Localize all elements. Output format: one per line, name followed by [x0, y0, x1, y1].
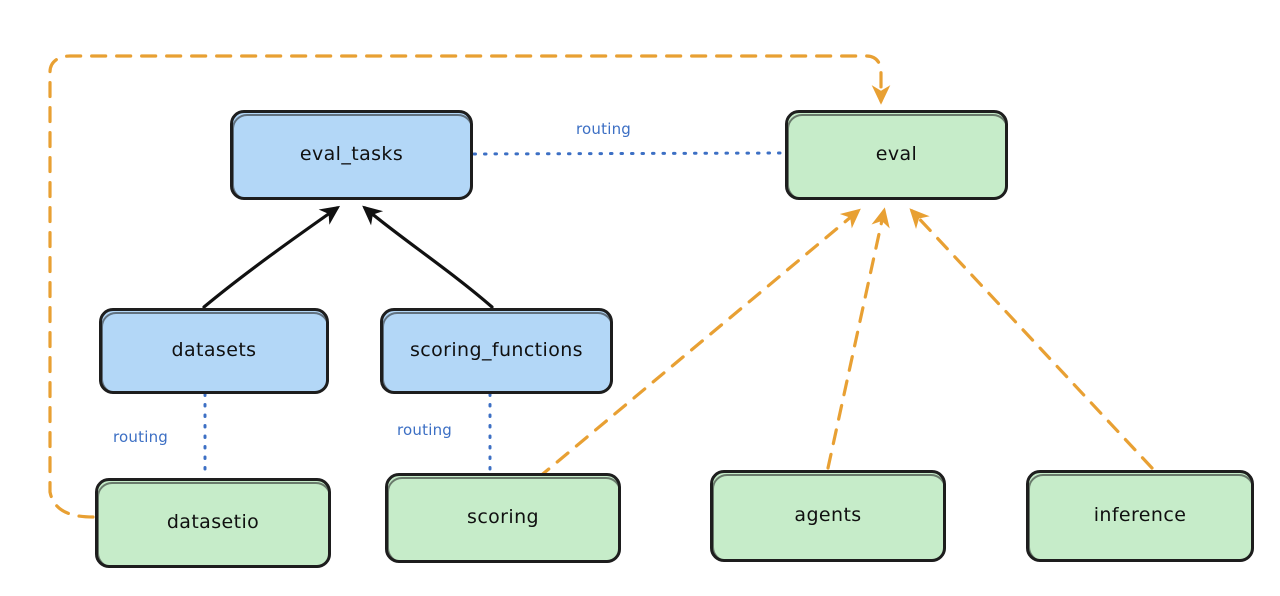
node-scoring[interactable]: scoring: [385, 473, 621, 563]
node-eval[interactable]: eval: [785, 110, 1008, 200]
node-eval-tasks[interactable]: eval_tasks: [230, 110, 473, 200]
node-label: datasets: [171, 339, 257, 362]
node-datasetio[interactable]: datasetio: [95, 478, 331, 568]
edge-eval-to-datasetio: [48, 54, 891, 519]
node-label: agents: [794, 504, 862, 527]
edge-inference-to-eval: [909, 208, 1154, 470]
edge-eval_tasks-to-eval: [472, 151, 785, 156]
node-label: scoring_functions: [410, 339, 583, 362]
edge-scoring-to-eval: [536, 208, 861, 480]
edge-datasets-to-eval_tasks: [202, 205, 341, 309]
edge-label-routing-eval-tasks-eval: routing: [576, 120, 631, 138]
node-datasets[interactable]: datasets: [99, 308, 329, 394]
node-label: eval_tasks: [299, 143, 404, 166]
edge-scoring_functions-to-eval_tasks: [362, 205, 494, 309]
edge-label-routing-scoring-functions-scoring: routing: [397, 421, 452, 439]
node-label: scoring: [467, 506, 539, 529]
edge-agents-to-eval: [826, 207, 890, 470]
node-label: datasetio: [166, 511, 260, 534]
node-label: inference: [1093, 504, 1187, 527]
node-agents[interactable]: agents: [710, 470, 946, 562]
edge-label-routing-datasets-datasetio: routing: [113, 428, 168, 446]
node-scoring-functions[interactable]: scoring_functions: [380, 308, 613, 394]
node-label: eval: [875, 143, 918, 166]
node-inference[interactable]: inference: [1026, 470, 1254, 562]
